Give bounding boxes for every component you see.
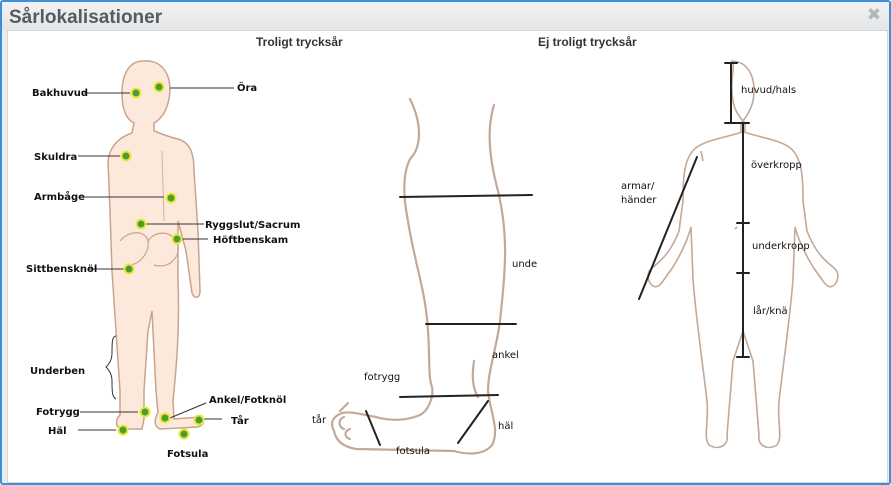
leg-label-fotrygg: fotrygg bbox=[364, 372, 400, 383]
body-label-huvud-hals: huvud/hals bbox=[741, 85, 796, 96]
body-label-lar-kna: lår/knä bbox=[753, 304, 788, 317]
marker-skuldra[interactable] bbox=[120, 150, 132, 162]
back-view-body-diagram: Bakhuvud Öra Skuldra Armbåge Ryggslut/Sa… bbox=[26, 60, 300, 460]
label-ryggslut: Ryggslut/Sacrum bbox=[205, 220, 300, 231]
label-fotsula: Fotsula bbox=[167, 449, 208, 460]
leg-label-hal: häl bbox=[498, 421, 513, 432]
dialog-titlebar[interactable]: Sårlokalisationer ✖ bbox=[2, 2, 889, 30]
dialog-content: Troligt trycksår Ej troligt trycksår bbox=[7, 30, 888, 483]
label-hal: Häl bbox=[48, 426, 67, 437]
body-label-underkropp: underkropp bbox=[752, 241, 810, 252]
label-tar: Tår bbox=[231, 414, 249, 427]
leg-label-fotsula: fotsula bbox=[396, 446, 430, 457]
marker-ryggslut[interactable] bbox=[135, 218, 147, 230]
leg-label-tar: tår bbox=[312, 413, 327, 426]
marker-fotsula[interactable] bbox=[178, 428, 190, 440]
front-view-body-diagram: huvud/hals överkropp armar/ händer under… bbox=[621, 60, 839, 449]
body-silhouette bbox=[107, 60, 205, 430]
marker-hoftbenskam[interactable] bbox=[171, 233, 183, 245]
heading-not-pressure-ulcer: Ej troligt trycksår bbox=[538, 35, 637, 49]
dialog-title: Sårlokalisationer bbox=[9, 7, 163, 28]
label-armbage: Armbåge bbox=[34, 190, 85, 203]
label-fotrygg: Fotrygg bbox=[36, 407, 80, 418]
label-sittbensknol: Sittbensknöl bbox=[26, 264, 97, 275]
body-label-overkropp: överkropp bbox=[751, 160, 802, 171]
label-skuldra: Skuldra bbox=[34, 152, 77, 163]
label-bakhuvud: Bakhuvud bbox=[32, 88, 88, 99]
close-icon[interactable]: ✖ bbox=[866, 5, 882, 25]
leg-diagram: underben ankel fotrygg tår häl fotsula bbox=[312, 97, 538, 457]
marker-hal[interactable] bbox=[117, 424, 129, 436]
marker-bakhuvud[interactable] bbox=[130, 87, 142, 99]
body-label-hander: händer bbox=[621, 195, 657, 206]
heading-pressure-ulcer: Troligt trycksår bbox=[256, 35, 343, 49]
label-hoftbenskam: Höftbenskam bbox=[213, 235, 288, 246]
label-ora: Öra bbox=[237, 80, 257, 94]
label-underben: Underben bbox=[30, 366, 85, 377]
leg-label-ankel: ankel bbox=[492, 350, 519, 361]
marker-ankel[interactable] bbox=[159, 412, 171, 424]
marker-tar[interactable] bbox=[193, 414, 205, 426]
label-ankel-fotknol: Ankel/Fotknöl bbox=[209, 395, 286, 406]
marker-ora[interactable] bbox=[153, 81, 165, 93]
marker-fotrygg[interactable] bbox=[139, 406, 151, 418]
marker-sittbensknol[interactable] bbox=[123, 263, 135, 275]
body-label-armar: armar/ bbox=[621, 181, 655, 192]
leg-label-underben: underben bbox=[512, 259, 538, 270]
marker-armbage[interactable] bbox=[165, 192, 177, 204]
